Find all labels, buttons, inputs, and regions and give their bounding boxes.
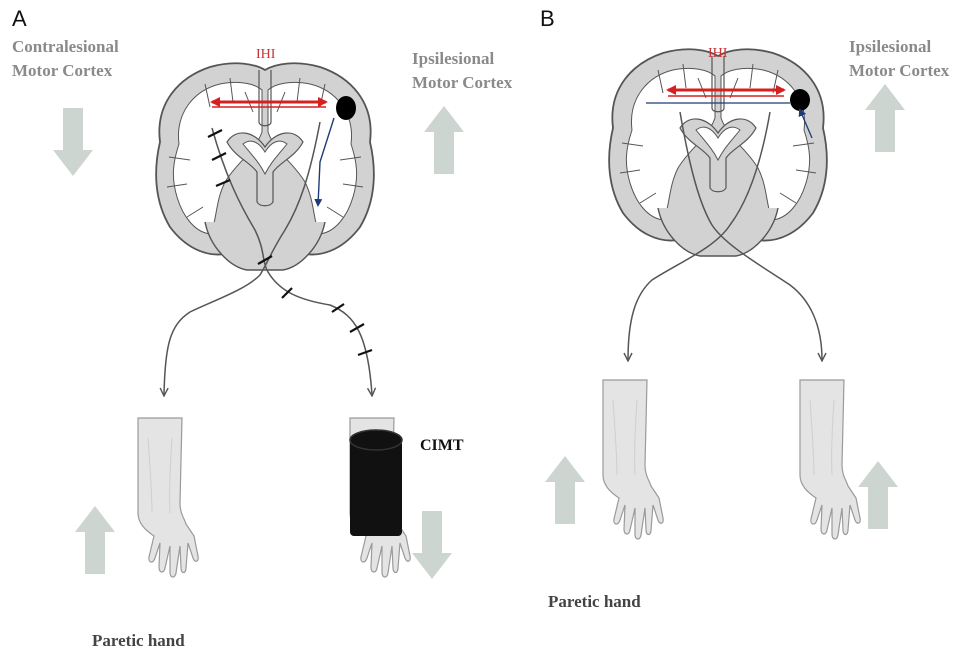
panel-b-letter: B bbox=[540, 6, 555, 31]
right-hand-increase-arrow-b bbox=[858, 461, 898, 529]
cimt-label: CIMT bbox=[420, 437, 464, 454]
ipsilesional-label-b-line2: Motor Cortex bbox=[849, 61, 950, 80]
ipsilesional-increase-arrow-b bbox=[865, 84, 905, 152]
paretic-hand-a bbox=[138, 418, 198, 577]
contralesional-label-line1: Contralesional bbox=[12, 37, 119, 56]
lesion-a bbox=[336, 96, 356, 120]
ipsilesional-label-b-line1: Ipsilesional bbox=[849, 37, 931, 56]
brain-b bbox=[609, 49, 827, 256]
ipsilesional-increase-arrow-a bbox=[424, 106, 464, 174]
paretic-hand-label-b: Paretic hand bbox=[548, 592, 641, 611]
ihi-label-a: IHI bbox=[256, 47, 276, 62]
paretic-hand-b bbox=[603, 380, 663, 539]
left-hand-increase-arrow-a bbox=[75, 506, 115, 574]
contralesional-label-line2: Motor Cortex bbox=[12, 61, 113, 80]
panel-a: A Contralesional Motor Cortex Ipsilesion… bbox=[12, 6, 513, 650]
panel-a-letter: A bbox=[12, 6, 27, 31]
contralesional-decrease-arrow bbox=[53, 108, 93, 176]
ihi-label-b: IHI bbox=[708, 46, 728, 61]
lesion-b bbox=[790, 89, 810, 111]
unaffected-hand-b bbox=[800, 380, 860, 539]
left-hand-increase-arrow-b bbox=[545, 456, 585, 524]
paretic-hand-label-a: Paretic hand bbox=[92, 631, 185, 650]
panel-b: B Ipsilesional Motor Cortex IHI Paretic … bbox=[540, 6, 950, 611]
right-hand-decrease-arrow-a bbox=[412, 511, 452, 579]
cimt-restraint-cast bbox=[350, 440, 402, 536]
brain-a bbox=[156, 63, 374, 270]
ipsilesional-label-a-line1: Ipsilesional bbox=[412, 49, 494, 68]
cimt-cast-top bbox=[350, 430, 402, 450]
ipsilesional-label-a-line2: Motor Cortex bbox=[412, 73, 513, 92]
